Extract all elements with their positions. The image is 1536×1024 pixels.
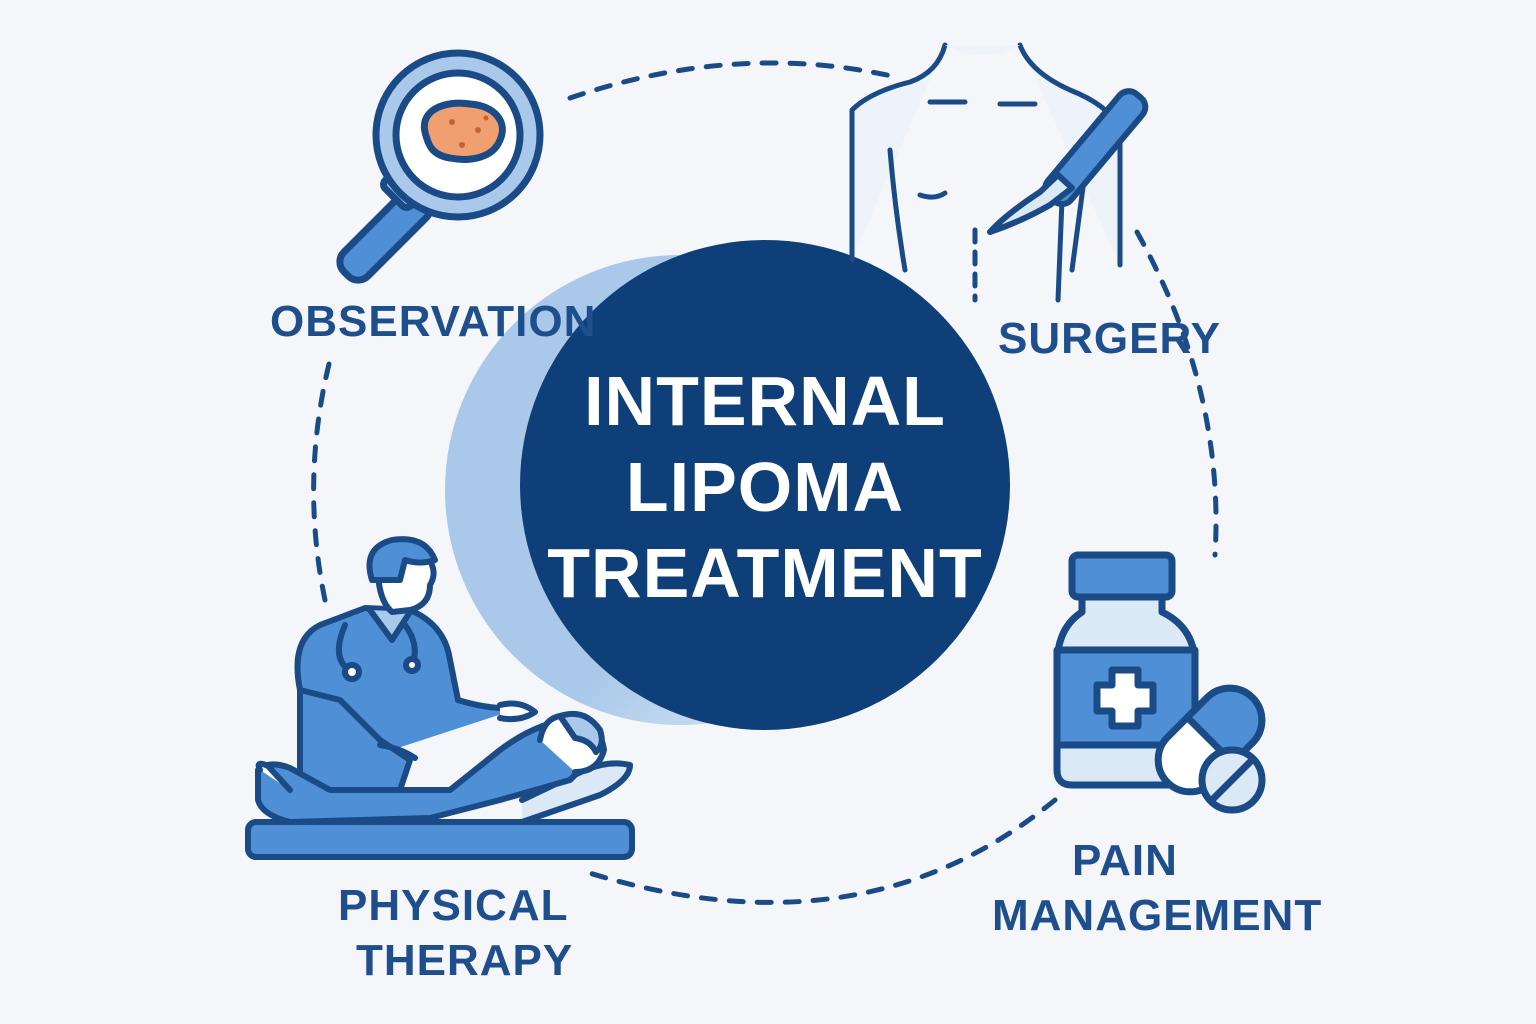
pills-icon [1154, 684, 1266, 814]
title-line-3: TREATMENT [547, 534, 983, 612]
magnifying-glass-icon [336, 49, 544, 284]
pain-management-label-line-2: MANAGEMENT [992, 891, 1323, 940]
connector-pain-therapy [577, 797, 1058, 905]
center-title: INTERNAL LIPOMA TREATMENT [523, 358, 1007, 616]
lipoma-blob-icon [420, 99, 506, 163]
connector-therapy-observation [311, 357, 333, 603]
title-line-2: LIPOMA [625, 448, 905, 526]
surgery-label: SURGERY [998, 314, 1221, 363]
pain-management-label-line-1: PAIN [1072, 836, 1178, 885]
patient-icon [255, 710, 633, 825]
physical-therapy-label-line-2: THERAPY [356, 936, 574, 985]
therapist-icon [294, 536, 538, 793]
torso-icon [849, 42, 1123, 303]
physical-therapy-label-line-1: PHYSICAL [338, 881, 569, 930]
center-disc [520, 240, 1010, 730]
scalpel-icon [987, 88, 1149, 235]
observation-label: OBSERVATION [270, 297, 597, 346]
connector-surgery-pain [1134, 229, 1219, 558]
dashed-connector-ring [311, 60, 1219, 905]
cross-icon [1093, 666, 1157, 730]
title-line-1: INTERNAL [584, 362, 946, 440]
connector-observation-surgery [567, 60, 903, 101]
therapy-table-icon [245, 819, 635, 860]
